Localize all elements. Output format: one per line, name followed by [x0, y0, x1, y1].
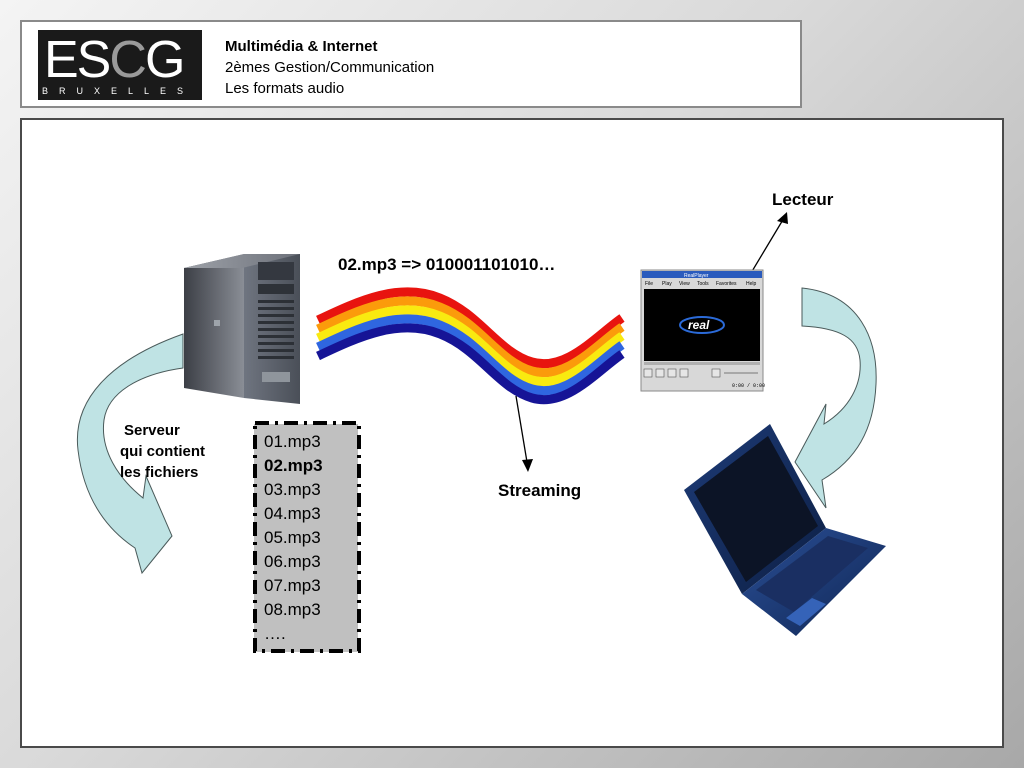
player-play-icon: [643, 368, 653, 378]
streaming-wave: [316, 287, 625, 405]
real-logo-swoosh: [679, 316, 725, 334]
file-item: 07.mp3: [264, 576, 321, 595]
escg-logo: ESCG BRUXELLES: [38, 30, 202, 100]
player-menu-help: Help: [746, 281, 757, 287]
streaming-label: Streaming: [498, 481, 582, 500]
server-label: Serveur qui contient les fichiers: [120, 420, 205, 483]
server-label-line-2: qui contient: [120, 443, 205, 460]
real-logo-text: real: [688, 318, 710, 332]
server-label-line-3: les fichiers: [120, 464, 199, 481]
file-item: 06.mp3: [264, 552, 321, 571]
course-title: Multimédia & Internet: [225, 38, 378, 55]
file-item: 08.mp3: [264, 600, 321, 619]
player-menu-file: File: [645, 281, 653, 287]
server-label-line-1: Serveur: [124, 422, 180, 439]
file-list: 01.mp3 02.mp3 03.mp3 04.mp3 05.mp3 06.mp3 07.m…: [254, 424, 358, 652]
laptop-image: [684, 424, 886, 636]
course-subtitle: 2èmes Gestion/Communication: [225, 59, 435, 76]
file-item: ….: [264, 624, 286, 643]
player-menu-play: Play: [662, 281, 672, 287]
player-menu-view: View: [679, 281, 690, 287]
player-title: RealPlayer: [684, 273, 709, 279]
topic-title: Les formats audio: [225, 80, 345, 97]
player-menu-tools: Tools: [697, 281, 709, 287]
header-text: Multimédia & Internet 2èmes Gestion/Comm…: [225, 36, 434, 99]
file-item: 03.mp3: [264, 480, 321, 499]
server-tower-image: [184, 254, 300, 404]
player-previous-icon: [667, 368, 677, 378]
binary-label: 02.mp3 => 010001101010…: [338, 255, 556, 274]
player-stop-icon: [655, 368, 665, 378]
realplayer-window: RealPlayer File Play View Tools Favorite…: [640, 269, 765, 392]
right-curved-arrow: [794, 287, 877, 509]
player-time: 0:00 / 0:00: [732, 383, 765, 389]
header-box: ESCG BRUXELLES Multimédia & Internet 2èm…: [20, 20, 802, 108]
file-item: 01.mp3: [264, 432, 321, 451]
left-curved-arrow: [76, 333, 184, 575]
player-menu-favorites: Favorites: [716, 281, 737, 287]
player-volume-icon: [711, 368, 721, 378]
file-item: 04.mp3: [264, 504, 321, 523]
lecteur-label: Lecteur: [772, 190, 834, 209]
player-next-icon: [679, 368, 689, 378]
file-item: 02.mp3: [264, 456, 323, 475]
streaming-pointer-arrow: [515, 395, 533, 472]
file-item: 05.mp3: [264, 528, 321, 547]
